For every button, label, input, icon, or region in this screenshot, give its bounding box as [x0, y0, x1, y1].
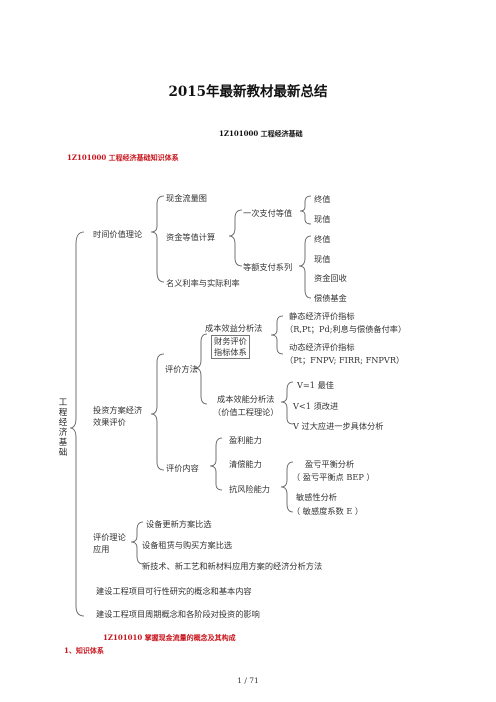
node-sinking-fund: 偿债基金	[314, 293, 347, 303]
node-eval-content: 评价内容	[166, 463, 199, 473]
subsection-heading: 1Z101010 掌握现金流量的概念及其构成	[103, 633, 236, 642]
section-heading: 1Z101000 工程经济基础知识体系	[67, 153, 179, 162]
node-single-payment: 一次支付等值	[243, 208, 293, 218]
root-label: 工程经济基础	[58, 398, 68, 458]
node-time-value: 时间价值理论	[93, 229, 143, 239]
node-profitability: 盈利能力	[229, 435, 262, 445]
root-brace	[69, 231, 85, 617]
node-financial-eval: 财务评价	[214, 336, 247, 346]
node-static-indicators: 静态经济评价指标	[289, 311, 355, 321]
node-cash-flow-chart: 现金流量图	[166, 193, 207, 203]
node-eval-method: 评价方法	[165, 364, 198, 374]
node-sensitivity-coeff: （ 敏感度系数 E ）	[292, 506, 364, 516]
knowledge-system-heading: 1、知识体系	[64, 646, 104, 655]
node-v-eq-1: V=1 最佳	[297, 380, 334, 390]
node-future-value-2: 终值	[314, 234, 331, 244]
node-dynamic-detail: （Pt；FNPV; FIRR; FNPVR）	[285, 355, 405, 365]
node-future-value-1: 终值	[314, 194, 331, 204]
node-capital-recovery: 资金回收	[314, 273, 347, 283]
node-v-lt-1: V<1 须改进	[293, 401, 339, 411]
node-life-cycle: 建设工程项目周期概念和各阶段对投资的影响	[96, 609, 260, 619]
eval-content-brace	[209, 437, 223, 491]
investment-brace	[150, 353, 165, 471]
node-indicator-system: 指标体系	[214, 347, 247, 357]
node-dynamic-indicators: 动态经济评价指标	[289, 342, 355, 352]
page-number: 1 / 71	[237, 676, 259, 685]
node-financial-eval-box: 财务评价 指标体系	[211, 335, 250, 359]
node-cost-effectiveness: 成本效能分析法	[217, 394, 275, 404]
node-present-value-1: 现值	[314, 214, 331, 224]
single-payment-brace	[299, 195, 312, 225]
node-sensitivity-analysis: 敏感性分析	[296, 492, 337, 502]
cost-effect-brace	[280, 381, 294, 425]
node-value-engineering: （价值工程理论）	[213, 407, 279, 417]
node-equipment-lease: 设备租赁与购买方案比选	[142, 540, 233, 550]
node-nominal-actual-rate: 名义利率与实际利率	[166, 278, 240, 288]
node-present-value-2: 现值	[314, 254, 331, 264]
node-fund-equiv-calc: 资金等值计算	[166, 232, 216, 242]
eval-method-brace	[194, 333, 208, 405]
fund-equiv-brace	[228, 209, 243, 267]
node-investment-eval: 投资方案经济效果评价	[93, 405, 143, 427]
eval-theory-brace	[130, 521, 144, 565]
node-breakeven-point: （ 盈亏平衡点 BEP ）	[292, 472, 375, 482]
cost-benefit-brace	[270, 315, 284, 355]
node-equipment-renewal: 设备更新方案比选	[146, 519, 212, 529]
node-eval-theory-app: 评价理论应用	[93, 532, 126, 554]
risk-brace	[280, 461, 294, 513]
equal-payment-brace	[298, 235, 312, 299]
node-new-tech: 新技术、新工艺和新材料应用方案的经济分析方法	[142, 561, 323, 571]
chapter-subtitle: 1Z101000 工程经济基础	[219, 129, 303, 138]
node-static-detail: （R,Pt；Pd;利息与偿债备付率）	[285, 324, 407, 334]
node-equal-payment-series: 等额支付系列	[243, 262, 293, 272]
node-breakeven-analysis: 盈亏平衡分析	[305, 459, 355, 469]
node-cost-benefit-method: 成本效益分析法	[205, 323, 263, 333]
node-v-gt-1: V 过大应进一步具体分析	[293, 421, 384, 431]
node-risk-resistance: 抗风险能力	[229, 484, 270, 494]
time-value-brace	[150, 195, 165, 283]
node-solvency: 清偿能力	[229, 459, 262, 469]
document-title: 2015年最新教材最新总结	[168, 84, 328, 100]
node-feasibility-study: 建设工程项目可行性研究的概念和基本内容	[96, 586, 252, 596]
